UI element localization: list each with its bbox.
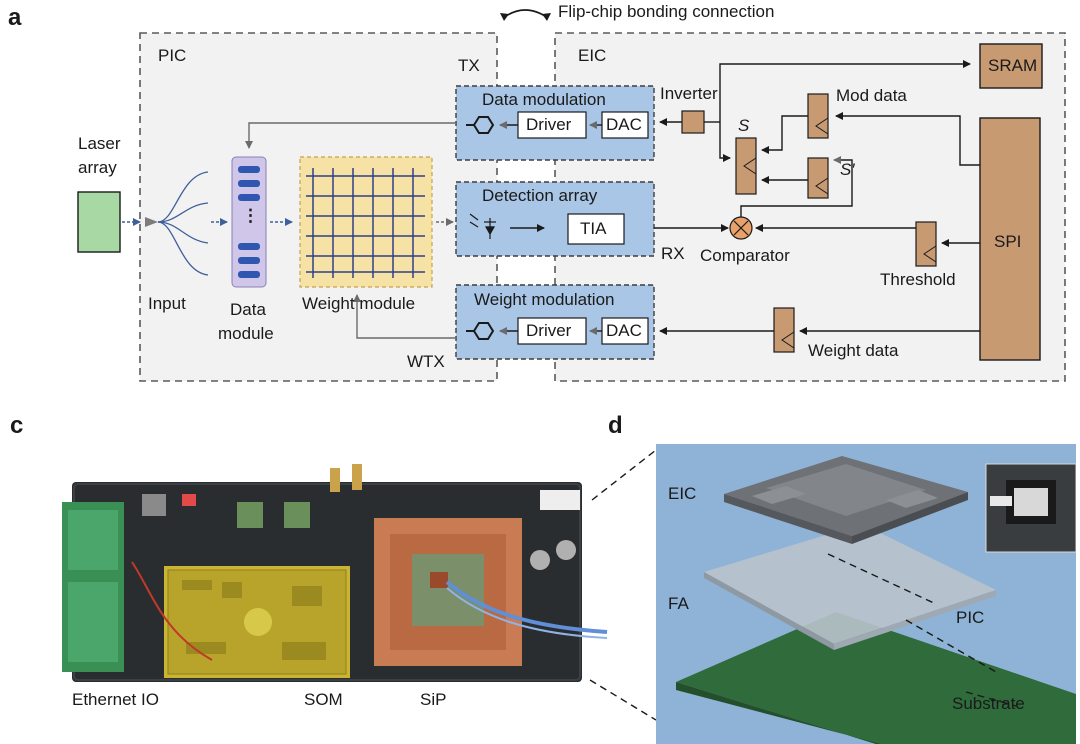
sip-label: SiP bbox=[420, 690, 447, 709]
eic-label: EIC bbox=[578, 46, 607, 65]
spi-label: SPI bbox=[994, 232, 1022, 251]
modulator-icon-bottom bbox=[466, 322, 495, 340]
input-splitter-icon bbox=[145, 217, 158, 227]
mod-data-label: Mod data bbox=[836, 86, 907, 105]
weight-module-label: Weight module bbox=[302, 294, 416, 313]
flip-chip-arrow bbox=[502, 9, 549, 19]
tia-box bbox=[567, 213, 625, 245]
ethernet-io-label: Ethernet IO bbox=[72, 690, 159, 709]
pcb-photo bbox=[62, 464, 608, 682]
detection-array-title: Detection array bbox=[482, 186, 598, 205]
spi-block bbox=[979, 117, 1041, 361]
eic-layer-label: EIC bbox=[668, 484, 697, 503]
som-label: SOM bbox=[304, 690, 343, 709]
wtx-label: WTX bbox=[407, 352, 445, 371]
inverter-box bbox=[681, 110, 705, 134]
sram-label: SRAM bbox=[988, 56, 1038, 75]
weight-module bbox=[299, 156, 433, 288]
input-label: Input bbox=[148, 294, 186, 313]
exploded-package-render bbox=[656, 444, 1076, 744]
rx-label: RX bbox=[661, 244, 685, 263]
substrate-layer-label: Substrate bbox=[952, 694, 1025, 713]
data-module bbox=[231, 156, 267, 288]
data-modulation-title: Data modulation bbox=[482, 90, 606, 109]
tia-label: TIA bbox=[580, 219, 607, 238]
panel-letter-a: a bbox=[8, 4, 22, 31]
photodiode-icon bbox=[469, 213, 496, 239]
laser-array bbox=[77, 191, 121, 253]
fan-out-waveguides bbox=[157, 171, 209, 276]
driver-box-bottom bbox=[517, 317, 587, 345]
s-register bbox=[735, 137, 757, 195]
sram-block bbox=[979, 43, 1043, 89]
dac-label-top: DAC bbox=[606, 115, 642, 134]
system-architecture-diagram bbox=[77, 9, 1066, 382]
weight-data-label: Weight data bbox=[808, 341, 899, 360]
panel-letter-c: c bbox=[10, 412, 24, 439]
laser-label-1: Laser bbox=[78, 134, 121, 153]
comparator-icon bbox=[729, 216, 753, 240]
driver-label-bottom: Driver bbox=[526, 321, 572, 340]
data-module-label-2: module bbox=[218, 324, 274, 343]
tx-label: TX bbox=[458, 56, 480, 75]
dac-box-top bbox=[601, 111, 649, 139]
comparator-label: Comparator bbox=[700, 246, 790, 265]
dac-label-bottom: DAC bbox=[606, 321, 642, 340]
weight-data-register bbox=[773, 307, 795, 353]
threshold-label: Threshold bbox=[880, 270, 956, 289]
laser-label-2: array bbox=[78, 158, 117, 177]
pic-layer-label: PIC bbox=[956, 608, 985, 627]
inverter-label: Inverter bbox=[660, 84, 718, 103]
data-module-ellipsis: ⋮ bbox=[242, 206, 259, 225]
fa-layer-label: FA bbox=[668, 594, 689, 613]
pic-label: PIC bbox=[158, 46, 187, 65]
threshold-register bbox=[915, 221, 937, 267]
modulator-icon-top bbox=[466, 116, 495, 134]
weight-modulation-title: Weight modulation bbox=[474, 290, 615, 309]
panel-letter-d: d bbox=[608, 412, 623, 439]
s-label: S bbox=[738, 116, 750, 135]
driver-label-top: Driver bbox=[526, 115, 572, 134]
flip-chip-label: Flip-chip bonding connection bbox=[558, 2, 775, 21]
data-module-label-1: Data bbox=[230, 300, 266, 319]
s-prime-label: S′ bbox=[840, 160, 855, 179]
